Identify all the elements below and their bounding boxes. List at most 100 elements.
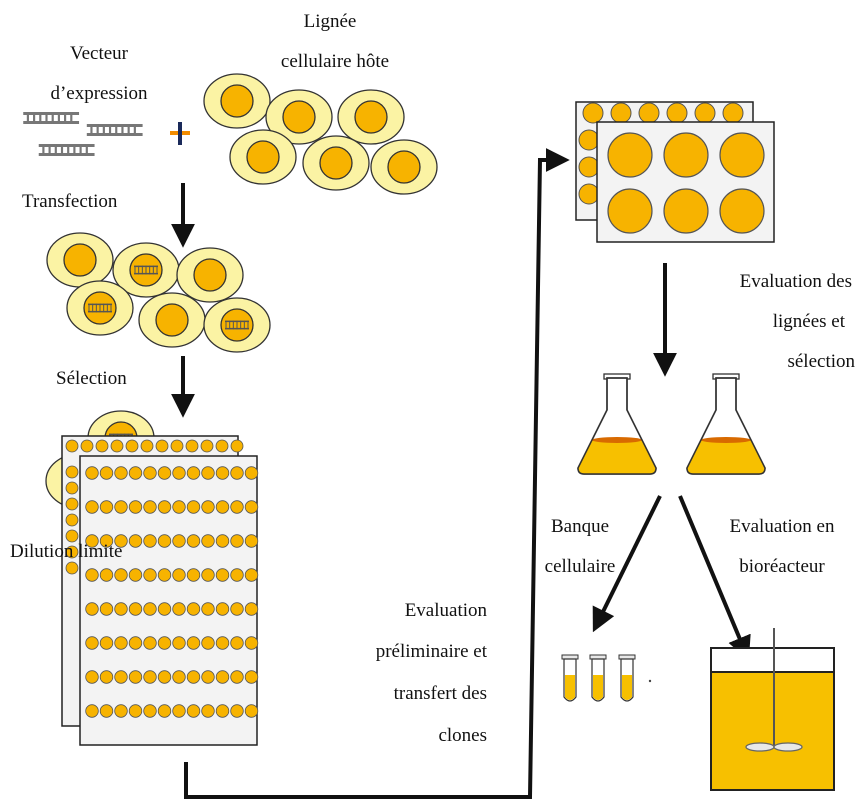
plate-well: [200, 439, 214, 453]
plate-well: [85, 568, 99, 582]
host-cell: [337, 89, 405, 145]
transfected-cells: [46, 232, 271, 353]
plate-well: [143, 534, 157, 548]
plate-well: [172, 500, 186, 514]
plate-well: [186, 704, 201, 718]
plate-well: [143, 466, 157, 480]
plate-well: [65, 439, 79, 453]
plate-well: [230, 466, 244, 480]
plate-well: [157, 534, 172, 548]
impeller-right: [773, 742, 803, 752]
plate-well: [95, 439, 109, 453]
plate-well: [186, 568, 201, 582]
plate-well: [186, 466, 201, 480]
plate-well: [85, 670, 99, 684]
plate-well: [215, 568, 230, 582]
plate-well: [215, 602, 230, 616]
label-banque-l1: Banque: [550, 516, 610, 537]
host-cell-line: [203, 73, 438, 195]
erlenmeyer-flask: [577, 373, 657, 475]
well-plate-small: [575, 101, 775, 243]
plate-well: [85, 534, 99, 548]
label-bioreact-l2: bioréacteur: [739, 556, 825, 577]
plate-well: [157, 704, 172, 718]
dna-strip-3: [37, 142, 96, 158]
plate-well: [128, 534, 143, 548]
label-eval-lignees-l3: sélection: [787, 351, 855, 372]
plate-well: [114, 670, 128, 684]
label-lignee-l2: cellulaire hôte: [280, 51, 390, 72]
plate-well: [143, 704, 157, 718]
plate-well: [201, 602, 215, 616]
plate-well: [215, 466, 230, 480]
plate-well: [85, 466, 99, 480]
plate-well: [85, 500, 99, 514]
plate-well: [610, 102, 632, 124]
plate-well: [85, 602, 99, 616]
plate-well: [201, 534, 215, 548]
plate-well: [230, 568, 244, 582]
cryo-tube: [589, 654, 607, 702]
plate-well: [65, 529, 79, 543]
label-prelim-l1: Evaluation: [404, 600, 487, 621]
plate-well: [157, 568, 172, 582]
plate-well: [143, 602, 157, 616]
plate-well: [186, 636, 201, 650]
transfected-cell: [138, 292, 206, 348]
impeller-left: [745, 742, 775, 752]
plate-well: [719, 188, 765, 234]
plate-well: [185, 439, 199, 453]
plate-well: [719, 132, 765, 178]
label-eval-lignees-l2: lignées et: [772, 311, 845, 332]
plate-well: [215, 439, 229, 453]
plate-well: [99, 704, 114, 718]
plate-well: [230, 670, 244, 684]
arrow-bioreactor: [678, 495, 751, 661]
plate-well: [155, 439, 169, 453]
cryo-tube: [561, 654, 579, 702]
plate-well: [65, 497, 79, 511]
plate-well: [172, 636, 186, 650]
plate-well: [143, 636, 157, 650]
label-lignee-l1: Lignée: [303, 11, 357, 32]
plate-well: [201, 670, 215, 684]
plate-well: [201, 466, 215, 480]
cryo-tube: [618, 654, 636, 702]
plate-well: [143, 500, 157, 514]
plate-well: [99, 602, 114, 616]
plate-well: [172, 602, 186, 616]
plate-well: [128, 500, 143, 514]
plate-well: [143, 670, 157, 684]
plate-well: [244, 704, 259, 718]
host-cell: [265, 89, 333, 145]
plate-well: [201, 568, 215, 582]
plate-well: [80, 439, 94, 453]
cell-bank-tubes: [561, 654, 636, 702]
plate-well: [157, 466, 172, 480]
plate-well: [65, 545, 79, 559]
transfected-cell: [203, 297, 271, 353]
host-cell: [302, 135, 370, 191]
plate-well: [186, 602, 201, 616]
plate-well: [128, 466, 143, 480]
host-cell: [203, 73, 271, 129]
plate-well: [125, 439, 139, 453]
dna-strip-1: [22, 110, 81, 126]
plate-well: [230, 602, 244, 616]
plate-well: [110, 439, 124, 453]
transfected-cell: [66, 280, 134, 336]
plate-well: [230, 636, 244, 650]
label-vecteur-l2: d’expression: [50, 83, 148, 104]
plate-well: [65, 513, 79, 527]
plate-well: [230, 439, 244, 453]
plate-well: [99, 636, 114, 650]
plate-well: [607, 132, 653, 178]
plate-well: [244, 534, 259, 548]
plate-well: [157, 602, 172, 616]
plate-well: [65, 465, 79, 479]
plate-well: [114, 636, 128, 650]
plate-well: [128, 636, 143, 650]
arrow-cell-bank: [592, 495, 662, 633]
